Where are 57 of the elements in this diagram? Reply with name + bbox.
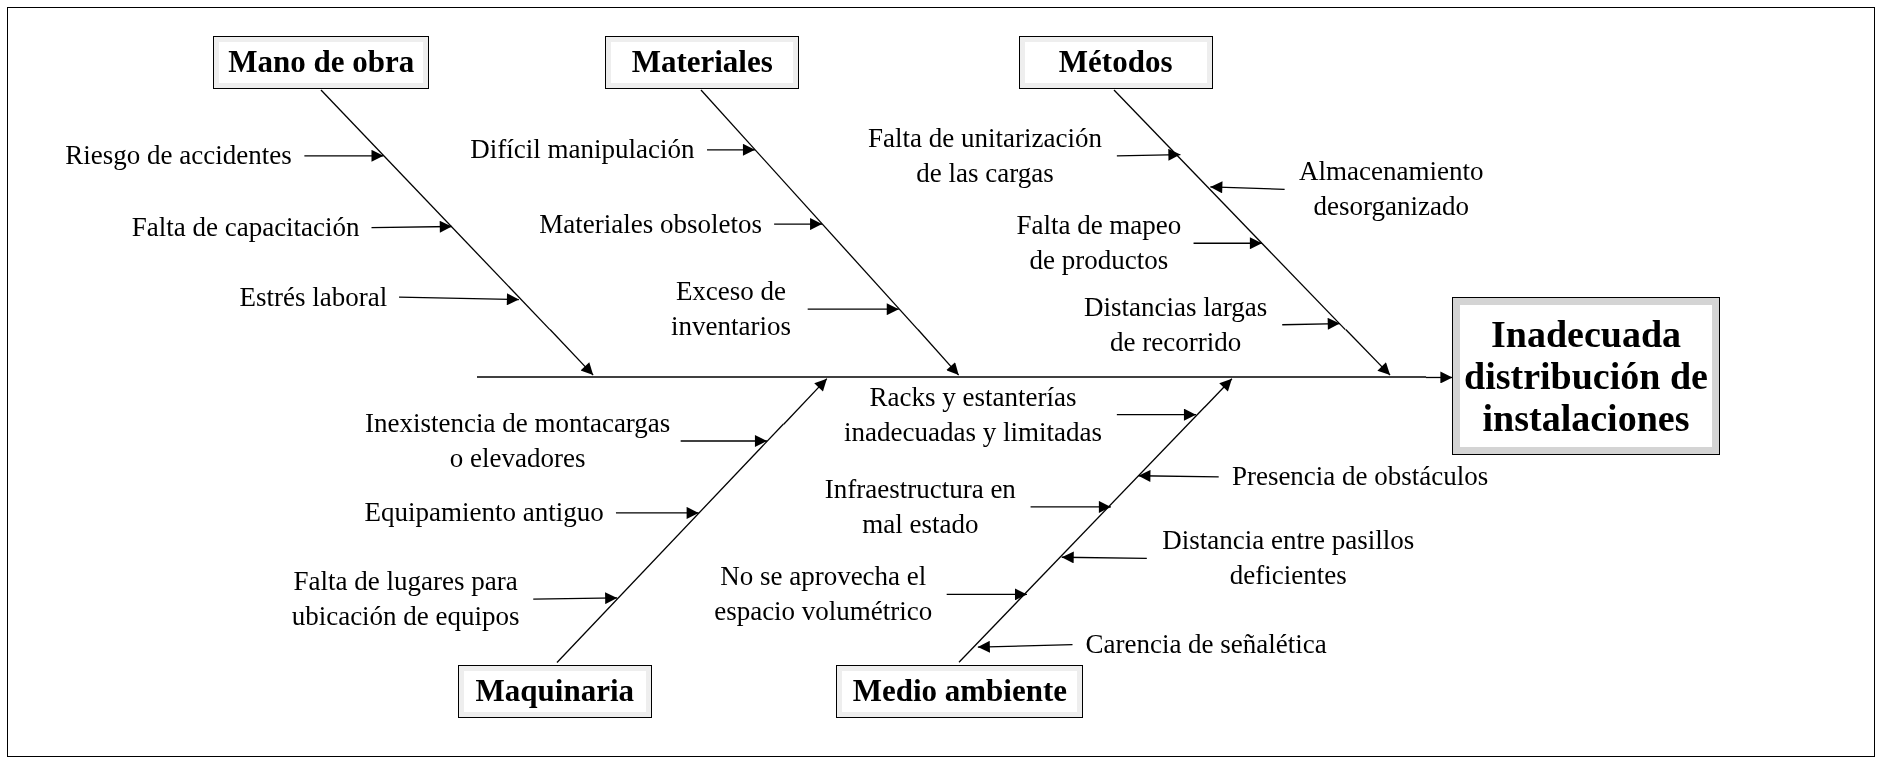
- arrow: [1192, 237, 1263, 250]
- arrow: [1425, 371, 1454, 384]
- arrow: [807, 303, 900, 316]
- arrow: [532, 592, 618, 605]
- category-label: Maquinaria: [475, 674, 635, 709]
- category-box: [1018, 35, 1213, 89]
- arrow: [680, 435, 768, 447]
- category-box: [605, 35, 800, 89]
- cause-label: Presencia de obstáculos: [1231, 460, 1489, 494]
- cause-label: Falta de lugares para ubicación de equipos: [290, 565, 521, 634]
- arrow: [398, 293, 520, 306]
- arrow: [977, 640, 1074, 653]
- arrow: [1203, 378, 1233, 409]
- arrow: [706, 143, 756, 156]
- arrow: [773, 218, 823, 231]
- category-label: Mano de obra: [228, 45, 415, 80]
- arrow: [1209, 181, 1286, 194]
- effect-title: Inadecuada distribución de instalaciones: [1463, 313, 1709, 440]
- cause-label: Materiales obsoletos: [539, 207, 763, 241]
- cause-label: Difícil manipulación: [470, 133, 695, 167]
- arrow: [1116, 408, 1197, 421]
- cause-label: Infraestructura en mal estado: [823, 472, 1017, 541]
- arrow: [615, 506, 700, 519]
- cause-label: Almacenamiento desorganizado: [1298, 155, 1485, 224]
- cause-label: No se aprovecha el espacio volumétrico: [713, 560, 934, 629]
- arrow: [370, 220, 453, 233]
- arrow: [1137, 469, 1220, 482]
- category-label: Métodos: [1058, 45, 1173, 80]
- arrow: [917, 328, 960, 376]
- arrow: [1061, 551, 1148, 564]
- cause-label: Falta de unitarización de las cargas: [867, 121, 1103, 190]
- cause-label: Riesgo de accidentes: [65, 139, 292, 173]
- cause-label: Carencia de señalética: [1085, 628, 1327, 662]
- arrow: [549, 328, 594, 376]
- category-label: Medio ambiente: [852, 674, 1068, 709]
- cause-label: Falta de mapeo de productos: [1015, 209, 1183, 278]
- arrow: [1029, 500, 1112, 513]
- cause-label: Racks y estanterías inadecuadas y limitadas: [843, 380, 1103, 449]
- cause-label: Equipamiento antiguo: [364, 496, 604, 530]
- cause-label: Distancia entre pasillos deficientes: [1161, 524, 1416, 593]
- cause-label: Inexistencia de montacargas o elevadores: [364, 407, 672, 475]
- category-box: [836, 665, 1084, 718]
- cause-label: Falta de capacitación: [131, 211, 360, 245]
- arrow: [1116, 148, 1181, 161]
- arrow: [783, 378, 828, 425]
- arrow: [303, 149, 385, 162]
- arrow: [1281, 317, 1341, 330]
- effect-box: [1452, 297, 1720, 456]
- arrow: [946, 588, 1028, 601]
- category-box: [457, 665, 652, 718]
- cause-label: Estrés laboral: [239, 280, 388, 314]
- spine-line: [476, 376, 1426, 379]
- arrow: [1345, 328, 1391, 376]
- cause-label: Distancias largas de recorrido: [1082, 290, 1269, 359]
- cause-label: Exceso de inventarios: [670, 275, 792, 344]
- category-box: [213, 35, 429, 89]
- category-label: Materiales: [631, 45, 773, 80]
